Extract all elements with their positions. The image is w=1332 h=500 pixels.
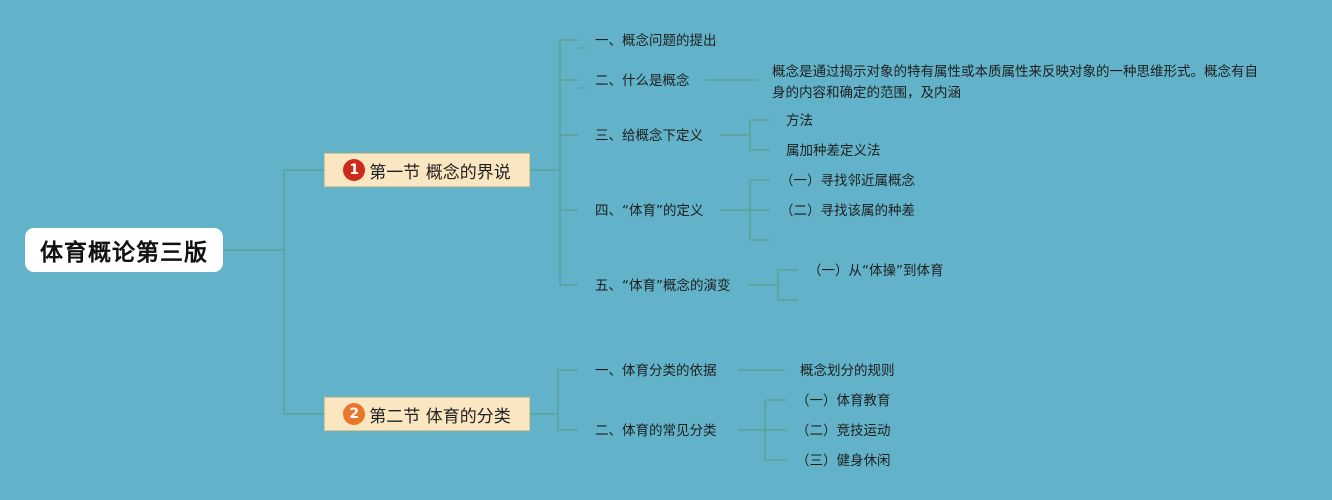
subtopic-node[interactable]: 方法 — [786, 113, 813, 129]
topic-node[interactable]: 四、“体育”的定义 — [595, 203, 704, 219]
topic-node[interactable]: 一、概念问题的提出 — [595, 33, 717, 49]
root-node[interactable]: 体育概论第三版 — [25, 228, 223, 272]
subtopic-node[interactable]: （三）健身休闲 — [796, 453, 891, 469]
subtopic-node[interactable]: （一）寻找邻近属概念 — [780, 173, 915, 189]
topic-node[interactable]: 二、体育的常见分类 — [595, 423, 717, 439]
definition-node[interactable]: 概念是通过揭示对象的特有属性或本质属性来反映对象的一种思维形式。概念有自身的内容… — [772, 64, 1258, 101]
subtopic-node[interactable]: 概念划分的规则 — [800, 363, 895, 379]
subtopic-node[interactable]: （二）寻找该属的种差 — [780, 203, 915, 219]
section-number-badge: 1 — [343, 159, 366, 181]
subtopic-node[interactable]: 属加种差定义法 — [786, 143, 881, 159]
subtopic-node[interactable]: （一）体育教育 — [796, 393, 891, 409]
topic-node[interactable]: 三、给概念下定义 — [595, 128, 703, 144]
root-title: 体育概论第三版 — [40, 240, 208, 266]
section-title: 第一节 概念的界说 — [369, 162, 511, 183]
section-number-badge: 2 — [343, 403, 366, 425]
topic-node[interactable]: 二、什么是概念 — [595, 73, 690, 89]
topic-node[interactable]: 五、“体育”概念的演变 — [595, 278, 731, 294]
subtopic-node[interactable]: （二）竞技运动 — [796, 423, 891, 439]
section-1-node[interactable]: 1 第一节 概念的界说 — [324, 153, 530, 187]
section-title: 第二节 体育的分类 — [369, 406, 511, 427]
section-2-node[interactable]: 2 第二节 体育的分类 — [324, 397, 530, 431]
subtopic-node[interactable]: （一）从“体操”到体育 — [808, 263, 944, 279]
topic-node[interactable]: 一、体育分类的依据 — [595, 363, 717, 379]
